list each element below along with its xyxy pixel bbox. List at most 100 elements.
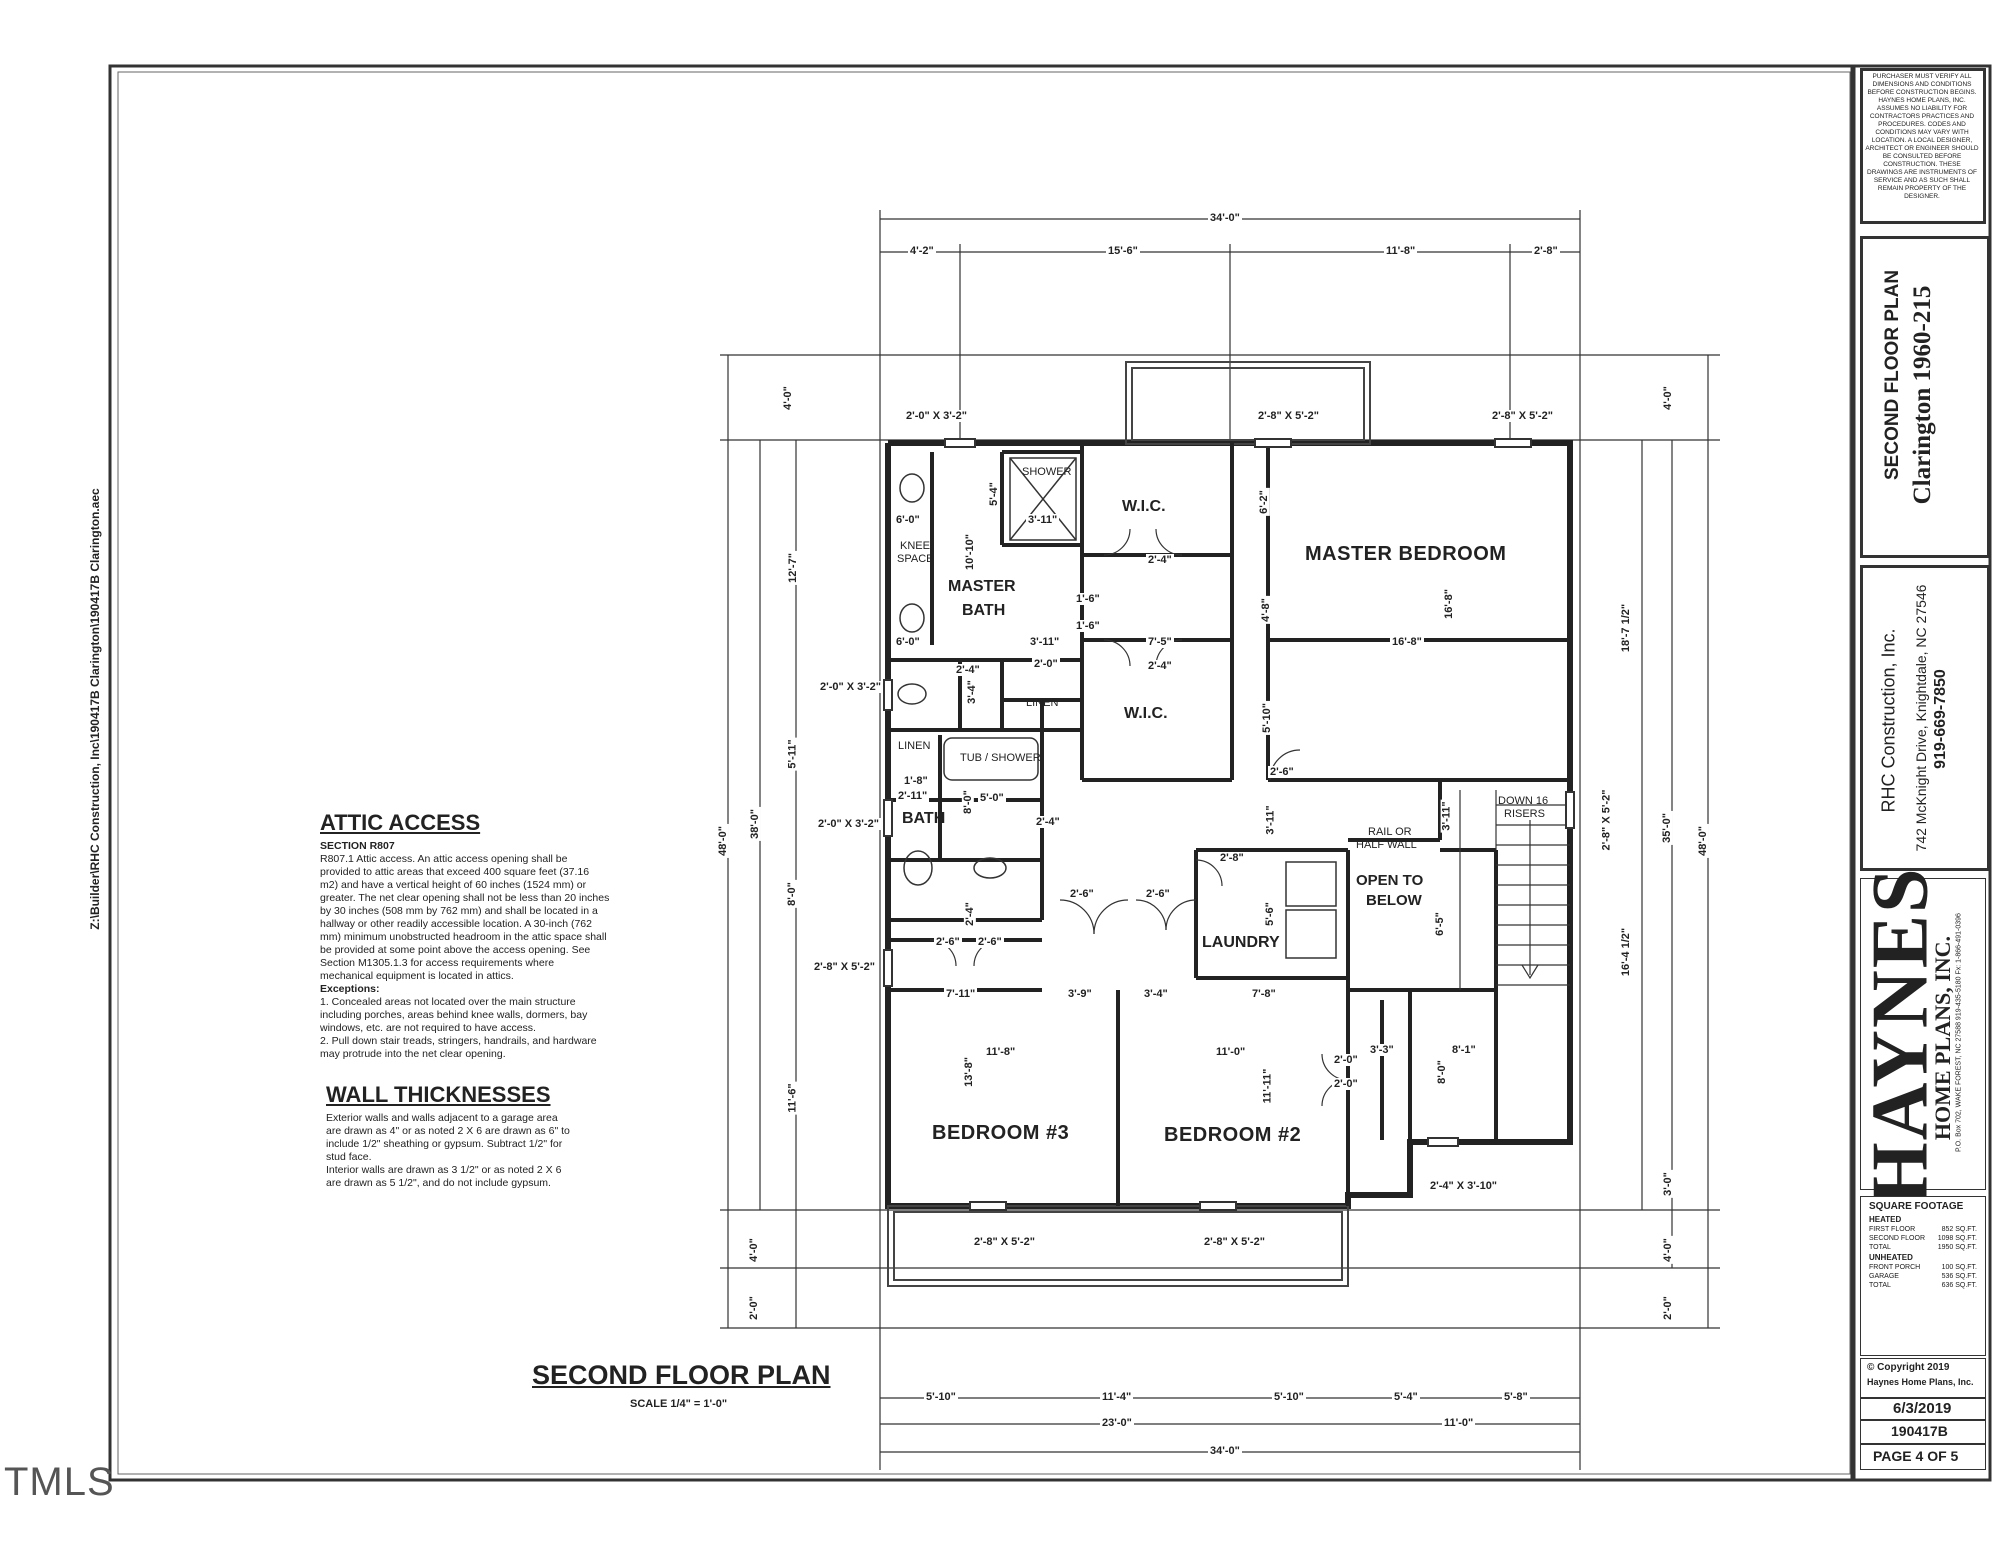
dim-5-10: 5'-10" [1260, 701, 1273, 735]
room-shower: SHOWER [1022, 466, 1072, 478]
plan-number-box: 190417B [1860, 1420, 1986, 1444]
dim-6-5: 6'-5" [1433, 910, 1446, 938]
dim-11-8: 11'-8" [984, 1046, 1018, 1058]
builder-phone: 919-669-7850 [1932, 669, 1949, 769]
sqft-row: TOTAL 1950 SQ.FT. [1869, 1243, 1977, 1252]
sqft-row-value: 536 SQ.FT. [1941, 1273, 1977, 1280]
room-bedroom-3: BEDROOM #3 [932, 1122, 1070, 1144]
dim-3-11c: 3'-11" [1264, 803, 1277, 837]
sheet-border-outer [108, 64, 1856, 1482]
builder-box: RHC Construction, Inc. 742 McKnight Driv… [1860, 565, 1990, 871]
sqft-row-label: TOTAL [1869, 1282, 1891, 1289]
dim-bottom-11: 11'-0" [1442, 1417, 1476, 1429]
dim-left-4a: 4'-0" [781, 384, 794, 412]
win-1: 2'-0" X 3'-2" [904, 410, 969, 422]
brand-box: HAYNES HOME PLANS, INC. P.O. Box 702, WA… [1857, 866, 1986, 1205]
dim-bottom-5: 5'-8" [1502, 1391, 1530, 1403]
dim-2-6d: 2'-6" [934, 936, 962, 948]
attic-access-notes: SECTION R807 R807.1 Attic access. An att… [320, 840, 610, 1061]
win-3: 2'-8" X 5'-2" [1490, 410, 1555, 422]
copyright-owner: Haynes Home Plans, Inc. [1867, 1377, 1974, 1387]
dim-top-overall: 34'-0" [1208, 212, 1242, 224]
stair-down-1: DOWN 16 [1498, 795, 1549, 807]
dim-8-0b: 8'-0" [1435, 1058, 1448, 1086]
attic-access-heading: ATTIC ACCESS [320, 810, 481, 835]
dim-1-6b: 1'-6" [1074, 620, 1102, 632]
win-5: 2'-0" X 3'-2" [816, 818, 881, 830]
room-open-below-1: OPEN TO [1356, 872, 1424, 889]
room-knee-space-2: SPACE [897, 553, 934, 565]
wall-para-2: Interior walls are drawn as 3 1/2" or as… [326, 1164, 562, 1189]
sqft-row-value: 100 SQ.FT. [1941, 1264, 1977, 1271]
attic-section: SECTION R807 [320, 840, 395, 852]
title-block-border [1850, 64, 1992, 1482]
watermark: TMLS [4, 1460, 115, 1504]
attic-exception-1: 1. Concealed areas not located over the … [320, 996, 588, 1034]
date-box: 6/3/2019 [1860, 1398, 1986, 1420]
dim-3-11d: 3'-11" [1440, 799, 1453, 833]
sqft-row-label: GARAGE [1869, 1273, 1899, 1280]
dim-3-4b: 3'-4" [1142, 988, 1170, 1000]
dim-1-8: 1'-8" [902, 775, 930, 787]
sqft-unheated: UNHEATED [1869, 1253, 1913, 1262]
dim-bottom-2: 11'-4" [1100, 1391, 1134, 1403]
sqft-row-label: TOTAL [1869, 1244, 1891, 1251]
sheet-name-box: SECOND FLOOR PLAN Clarington 1960-215 [1860, 236, 1990, 558]
win-7: 2'-8" X 5'-2" [1600, 787, 1613, 853]
sqft-row-label: FIRST FLOOR [1869, 1226, 1916, 1233]
dim-2-6a: 2'-6" [1268, 766, 1296, 778]
dim-6-0b: 6'-0" [894, 636, 922, 648]
room-master-bath-2: BATH [962, 602, 1006, 619]
sqft-row: FIRST FLOOR 852 SQ.FT. [1869, 1225, 1977, 1234]
wall-thicknesses-notes: Exterior walls and walls adjacent to a g… [326, 1112, 570, 1190]
attic-exceptions: Exceptions: [320, 983, 380, 995]
builder-name: RHC Construction, Inc. [1878, 628, 1899, 813]
rail-label-1: RAIL OR [1368, 826, 1412, 838]
room-tub-shower: TUB / SHOWER [960, 752, 1041, 764]
room-wic-top: W.I.C. [1122, 498, 1166, 515]
dim-left-38: 38'-0" [748, 807, 761, 841]
win-9: 2'-8" X 5'-2" [1202, 1236, 1267, 1248]
dim-5-6: 5'-6" [1263, 900, 1276, 928]
attic-body: R807.1 Attic access. An attic access ope… [320, 853, 610, 982]
dim-11-0: 11'-0" [1214, 1046, 1248, 1058]
stair-down-2: RISERS [1504, 808, 1545, 820]
dim-right-2: 2'-0" [1661, 1294, 1674, 1322]
win-2: 2'-8" X 5'-2" [1256, 410, 1321, 422]
dim-top-4: 2'-8" [1532, 245, 1560, 257]
dim-3-4: 3'-4" [965, 678, 978, 706]
sqft-row-value: 852 SQ.FT. [1941, 1226, 1977, 1233]
dim-right-4: 4'-0" [1661, 384, 1674, 412]
dim-right-48: 48'-0" [1696, 824, 1709, 858]
win-10: 2'-4" X 3'-10" [1428, 1180, 1500, 1192]
win-6: 2'-8" X 5'-2" [812, 961, 877, 973]
dim-5-4: 5'-4" [987, 480, 1000, 508]
dim-2-6b: 2'-6" [1068, 888, 1096, 900]
dim-2-11: 2'-11" [896, 790, 930, 802]
dim-right-18: 18'-7 1/2" [1620, 601, 1633, 655]
interior-walls [888, 443, 1570, 1206]
plan-scale: SCALE 1/4" = 1'-0" [630, 1398, 728, 1410]
windows [883, 438, 1575, 1211]
page-box: PAGE 4 OF 5 [1860, 1444, 1986, 1470]
dim-2-4c: 2'-4" [1146, 660, 1174, 672]
dim-2-8: 2'-8" [1218, 852, 1246, 864]
dim-bottom-4: 5'-4" [1392, 1391, 1420, 1403]
sqft-row-value: 1950 SQ.FT. [1937, 1244, 1977, 1251]
dim-left-48: 48'-0" [716, 824, 729, 858]
builder-address: 742 McKnight Drive, Knightdale, NC 27546 [1913, 584, 1929, 852]
plan-name: Clarington 1960-215 [1909, 285, 1936, 505]
dim-right-16: 16'-4 1/2" [1620, 925, 1633, 979]
brand-address: P.O. Box 702, WAKE FOREST, NC 27588 919-… [1955, 913, 1963, 1152]
dim-16-8a: 16'-8" [1442, 587, 1455, 621]
dim-7-8: 7'-8" [1250, 988, 1278, 1000]
sqft-row-value: 1098 SQ.FT. [1937, 1235, 1977, 1242]
dim-bottom-23: 23'-0" [1100, 1417, 1134, 1429]
dim-13-8: 13'-8" [962, 1055, 975, 1089]
dim-8-1: 8'-1" [1450, 1044, 1478, 1056]
win-8: 2'-8" X 5'-2" [972, 1236, 1037, 1248]
dim-6-2: 6'-2" [1257, 488, 1270, 516]
dim-3-11: 3'-11" [1026, 514, 1060, 526]
